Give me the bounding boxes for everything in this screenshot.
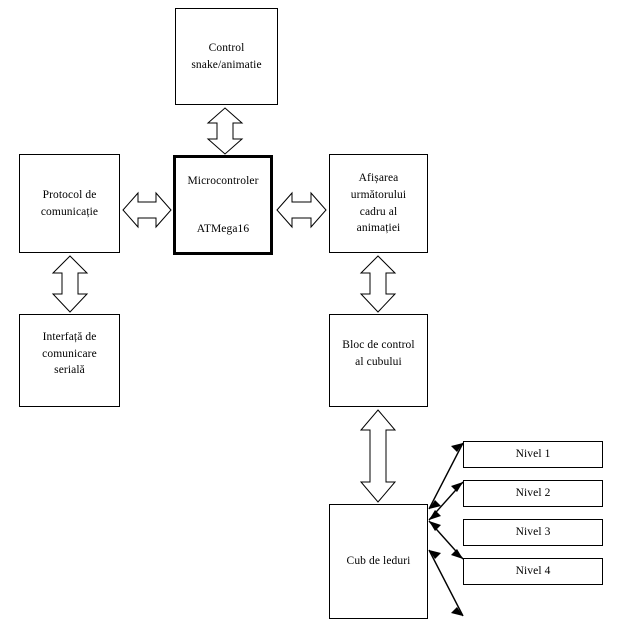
block-bloc-control-cub-label: Bloc de control al cubului bbox=[342, 339, 415, 368]
connector-microcontroller-to-frame-display bbox=[276, 191, 327, 229]
block-bloc-control-cub[interactable]: Bloc de control al cubului bbox=[329, 314, 428, 407]
block-afisarea-cadru[interactable]: Afișarea următorului cadru al animației bbox=[329, 154, 428, 253]
block-control-snake-label: Control snake/animatie bbox=[191, 41, 262, 71]
connector-led-cube-to-nivel-2 bbox=[428, 481, 464, 521]
block-nivel-4[interactable]: Nivel 4 bbox=[463, 558, 603, 585]
block-control-snake[interactable]: Control snake/animatie bbox=[175, 8, 278, 105]
block-nivel-4-label: Nivel 4 bbox=[515, 565, 551, 578]
block-afisarea-cadru-label: Afișarea următorului cadru al animației bbox=[350, 172, 407, 235]
connector-protocol-to-microcontroller bbox=[122, 191, 172, 229]
connector-control-snake-to-microcontroller bbox=[206, 107, 244, 155]
block-microcontroller-label: Microcontroler ATMega16 bbox=[187, 174, 259, 236]
block-interfata-seriala-label: Interfață de comunicare serială bbox=[42, 331, 97, 377]
connector-cube-control-to-led-cube bbox=[359, 409, 397, 503]
block-nivel-2[interactable]: Nivel 2 bbox=[463, 480, 603, 507]
block-protocol-comunicatie[interactable]: Protocol de comunicație bbox=[19, 154, 120, 253]
block-protocol-comunicatie-label: Protocol de comunicație bbox=[40, 188, 99, 218]
block-cub-de-leduri[interactable]: Cub de leduri bbox=[329, 504, 428, 619]
block-nivel-1-label: Nivel 1 bbox=[515, 448, 551, 461]
block-nivel-1[interactable]: Nivel 1 bbox=[463, 441, 603, 468]
connector-led-cube-to-nivel-4 bbox=[428, 549, 464, 617]
block-nivel-3-label: Nivel 3 bbox=[515, 526, 551, 539]
block-cub-de-leduri-label: Cub de leduri bbox=[346, 555, 411, 568]
block-interfata-seriala[interactable]: Interfață de comunicare serială bbox=[19, 314, 120, 407]
connector-protocol-to-serial-interface bbox=[51, 255, 89, 313]
connector-frame-display-to-cube-control bbox=[359, 255, 397, 313]
block-nivel-2-label: Nivel 2 bbox=[515, 487, 551, 500]
connector-led-cube-to-nivel-3 bbox=[428, 520, 464, 560]
connector-led-cube-to-nivel-1 bbox=[428, 442, 464, 510]
block-microcontroller[interactable]: Microcontroler ATMega16 bbox=[173, 155, 273, 255]
block-nivel-3[interactable]: Nivel 3 bbox=[463, 519, 603, 546]
